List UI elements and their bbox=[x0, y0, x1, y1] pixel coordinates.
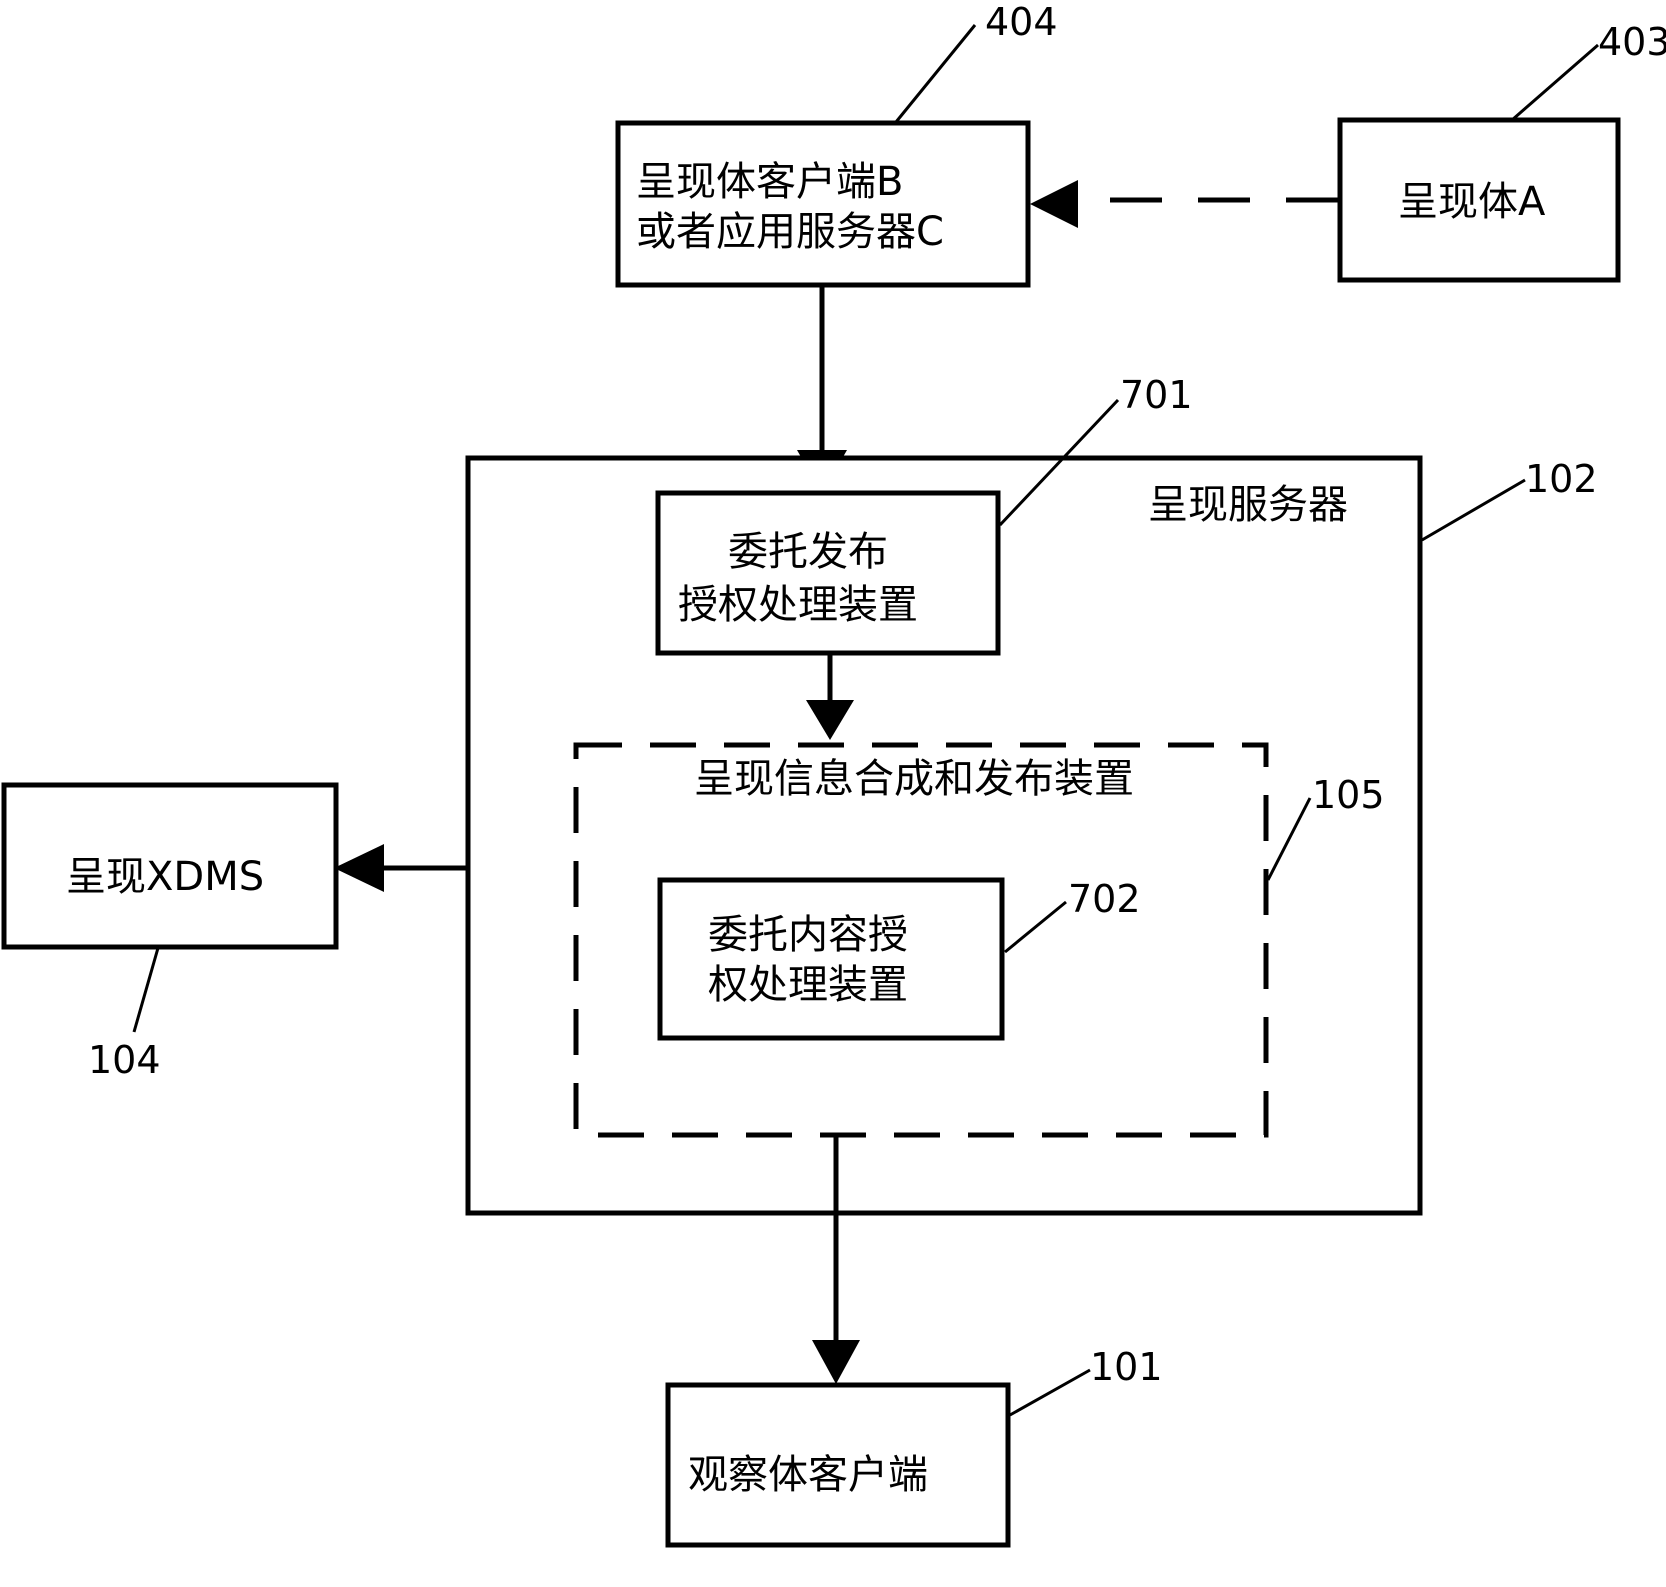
presentity-client-b-label: 呈现体客户端B bbox=[636, 159, 903, 205]
ref-702: 702 bbox=[1068, 877, 1141, 921]
ref-102: 102 bbox=[1525, 457, 1598, 501]
delegate-publish-label-1: 委托发布 bbox=[728, 529, 888, 575]
app-server-c-label: 或者应用服务器C bbox=[636, 209, 944, 255]
presence-xdms-label: 呈现XDMS bbox=[66, 854, 264, 900]
delegate-content-label-2: 权处理装置 bbox=[708, 962, 908, 1008]
ref-404: 404 bbox=[985, 0, 1058, 44]
watcher-client-label: 观察体客户端 bbox=[688, 1452, 928, 1498]
ref-101: 101 bbox=[1090, 1345, 1163, 1389]
composition-publish-label: 呈现信息合成和发布装置 bbox=[694, 756, 1134, 802]
ref-105: 105 bbox=[1312, 773, 1385, 817]
leader-101 bbox=[1010, 1370, 1090, 1415]
presentity-a-label: 呈现体A bbox=[1398, 179, 1546, 225]
delegate-content-auth-box bbox=[660, 880, 1002, 1038]
presence-server-label: 呈现服务器 bbox=[1148, 482, 1348, 528]
leader-403 bbox=[1512, 45, 1598, 120]
arrow-server-to-xdms-head bbox=[334, 844, 384, 892]
dashed-arrowhead-a-to-b bbox=[1030, 180, 1078, 228]
delegate-publish-label-2: 授权处理装置 bbox=[678, 582, 918, 628]
leader-404 bbox=[896, 25, 975, 122]
arrow-server-to-watcher-head bbox=[812, 1340, 860, 1384]
ref-403: 403 bbox=[1598, 20, 1666, 64]
ref-104: 104 bbox=[88, 1038, 161, 1082]
leader-102 bbox=[1422, 480, 1525, 540]
ref-701: 701 bbox=[1120, 373, 1193, 417]
delegate-content-label-1: 委托内容授 bbox=[708, 912, 908, 958]
leader-104 bbox=[134, 948, 158, 1032]
